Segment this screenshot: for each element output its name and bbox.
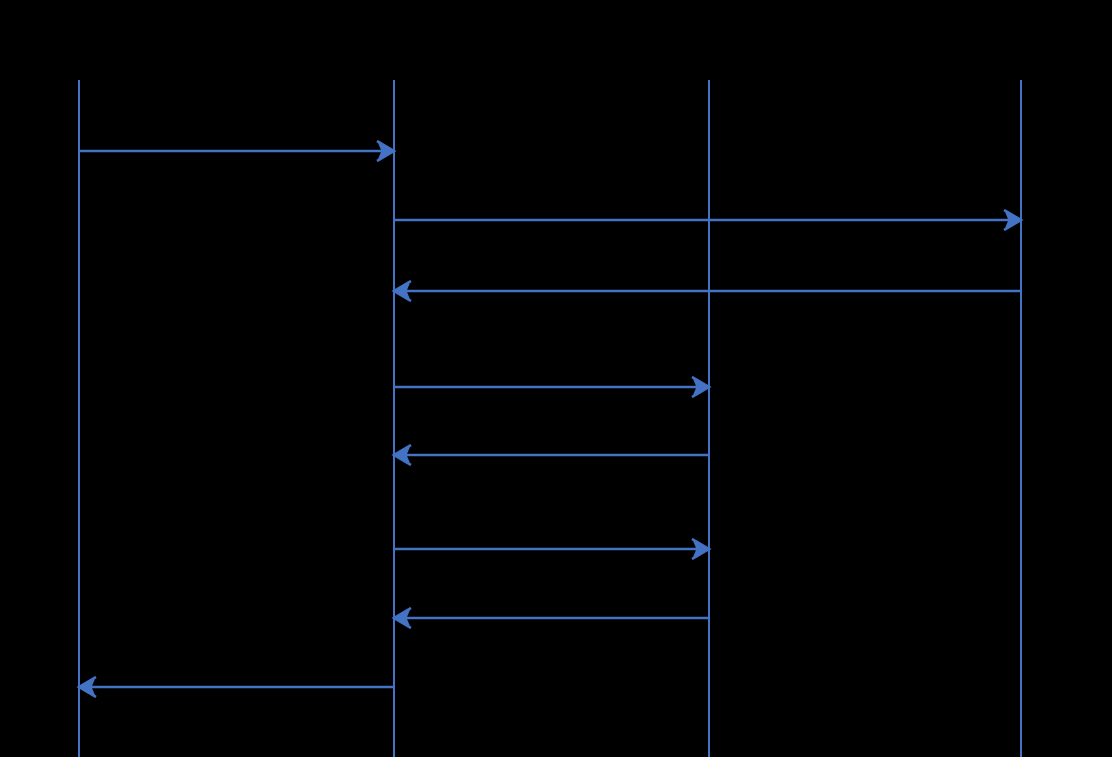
message-3[interactable]	[391, 279, 1021, 303]
message-4[interactable]	[394, 375, 712, 399]
message-7[interactable]	[391, 606, 709, 630]
message-6[interactable]	[394, 537, 712, 561]
messages-layer	[76, 139, 1024, 699]
message-arrowhead-fill-5	[392, 446, 410, 464]
message-8[interactable]	[76, 675, 394, 699]
message-1[interactable]	[79, 139, 397, 163]
message-5[interactable]	[391, 443, 709, 467]
message-arrowhead-fill-1	[378, 142, 396, 160]
message-arrowhead-fill-3	[392, 282, 410, 300]
message-arrowhead-fill-6	[693, 540, 711, 558]
message-arrowhead-fill-4	[693, 378, 711, 396]
message-arrowhead-fill-8	[77, 678, 95, 696]
participants-layer	[77, 80, 1023, 757]
message-arrowhead-fill-2	[1005, 211, 1023, 229]
message-2[interactable]	[394, 208, 1024, 232]
message-arrowhead-fill-7	[392, 609, 410, 627]
